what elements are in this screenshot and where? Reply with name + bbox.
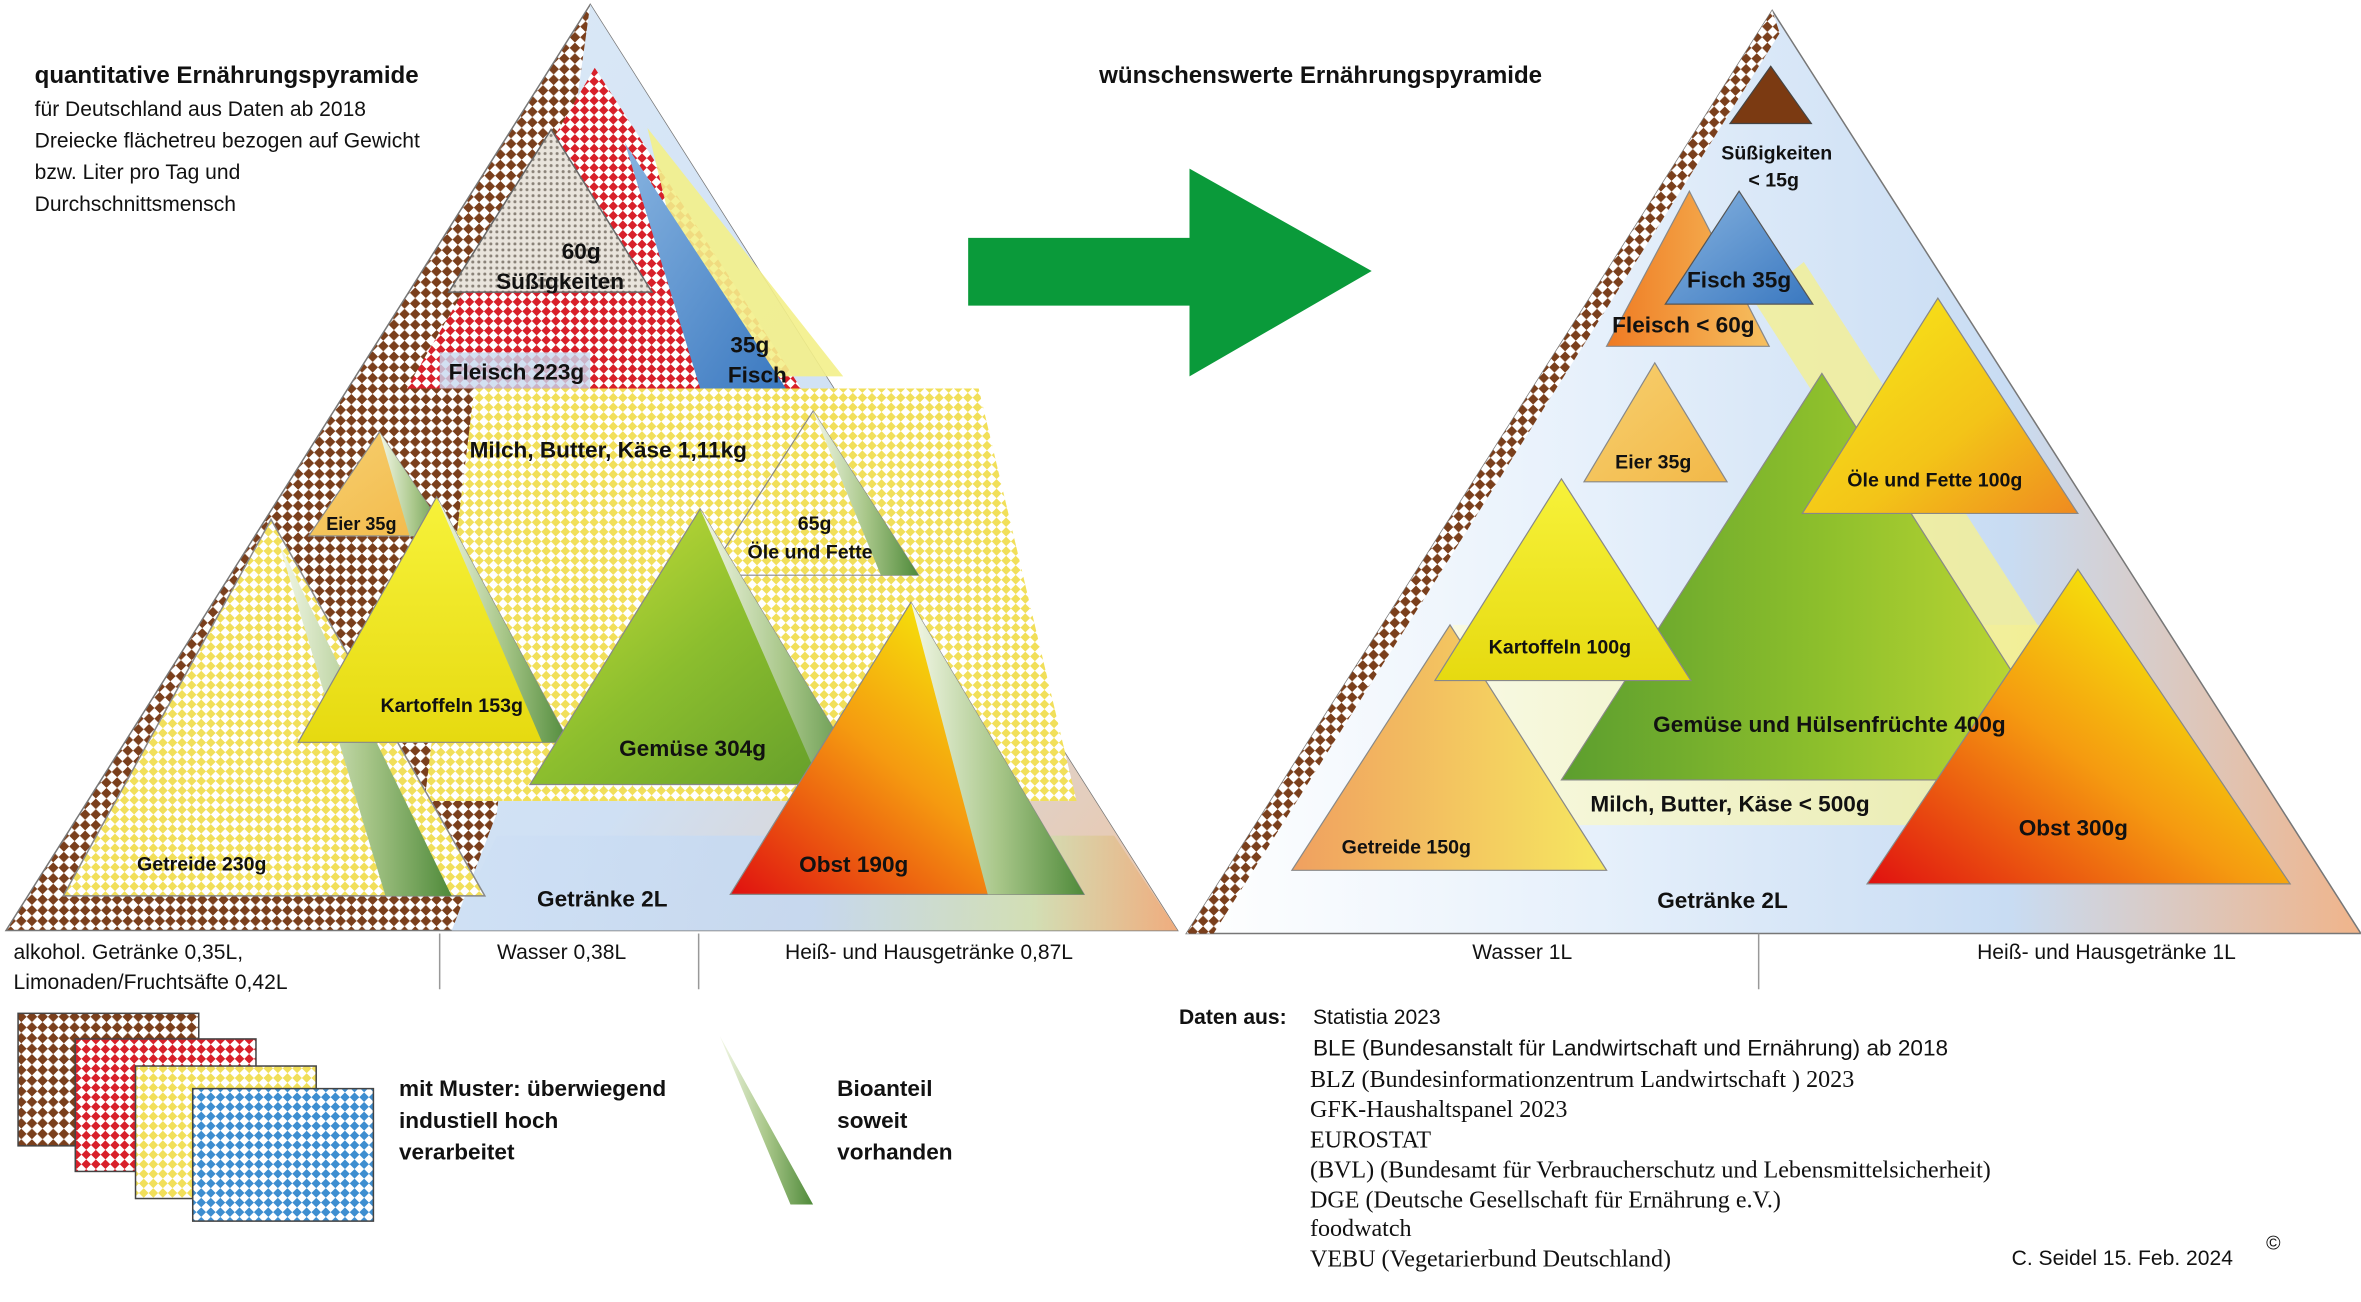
legend-bio-line-3: vorhanden xyxy=(837,1139,952,1164)
copyright-symbol: © xyxy=(2266,1233,2281,1255)
right-drinks-breakdown: Wasser 1L Heiß- und Hausgetränke 1L xyxy=(1472,933,2236,990)
right-suessigkeiten-label: Süßigkeiten xyxy=(1721,143,1832,165)
source-item-5: EUROSTAT xyxy=(1310,1127,1431,1153)
suessigkeiten-label: Süßigkeiten xyxy=(496,269,624,294)
source-item-7: DGE (Deutsche Gesellschaft für Ernährung… xyxy=(1310,1188,1781,1214)
kartoffeln-bio xyxy=(436,496,570,743)
obst-label: Obst 190g xyxy=(799,852,908,877)
right-fleisch-label: Fleisch < 60g xyxy=(1612,313,1754,338)
source-item-3: BLZ (Bundesinformationzentrum Landwirtsc… xyxy=(1310,1067,1854,1093)
right-kartoffeln-triangle xyxy=(1433,477,1693,682)
fisch-label: Fisch xyxy=(728,362,787,387)
right-milch-label: Milch, Butter, Käse < 500g xyxy=(1590,792,1869,817)
right-getreide-triangle xyxy=(1290,623,1608,871)
fleisch-label: Fleisch 223g xyxy=(449,359,585,384)
fisch-triangle xyxy=(624,143,786,389)
right-getreide-label: Getreide 150g xyxy=(1342,837,1471,859)
right-obst-triangle xyxy=(1865,568,2292,885)
drink-heiss: Heiß- und Hausgetränke 0,87L xyxy=(785,941,1073,964)
right-obst-label: Obst 300g xyxy=(2019,816,2128,841)
sources-label: Daten aus: xyxy=(1179,1006,1287,1029)
left-desc-line-4: Durchschnittsmensch xyxy=(35,193,236,216)
right-kartoffeln-label: Kartoffeln 100g xyxy=(1489,636,1631,658)
source-item-4: GFK-Haushaltspanel 2023 xyxy=(1310,1097,1567,1123)
suessigkeiten-triangle xyxy=(447,128,654,293)
legend-muster-line-1: mit Muster: überwiegend xyxy=(399,1076,666,1101)
right-oele-triangle xyxy=(1801,297,2079,515)
right-pyramid: Süßigkeiten < 15g Fisch 35g Fleisch < 60… xyxy=(1098,9,2361,935)
fisch-amount: 35g xyxy=(730,332,769,357)
left-pyramid: 60g Süßigkeiten Fleisch 223g 35g Fisch M… xyxy=(4,3,1179,932)
oele-amount: 65g xyxy=(798,513,832,535)
left-desc-line-1: für Deutschland aus Daten ab 2018 xyxy=(35,98,366,121)
source-item-8: foodwatch xyxy=(1310,1216,1412,1242)
sources: Daten aus: Statistia 2023 BLE (Bundesans… xyxy=(1179,1006,2281,1272)
right-getraenke-label: Getränke 2L xyxy=(1657,888,1788,913)
legend-swatch-blue xyxy=(191,1087,375,1222)
left-drinks-breakdown: alkohol. Getränke 0,35L, Limonaden/Fruch… xyxy=(14,933,1073,994)
right-fisch-label: Fisch 35g xyxy=(1687,268,1791,293)
drink-alkohol-line-2: Limonaden/Fruchtsäfte 0,42L xyxy=(14,971,288,994)
right-eier-triangle xyxy=(1582,361,1729,483)
getreide-label: Getreide 230g xyxy=(137,853,266,875)
gemuese-triangle xyxy=(528,507,869,786)
right-brown-edge xyxy=(1186,10,1780,934)
gemuese-label: Gemüse 304g xyxy=(619,736,766,761)
milch-label: Milch, Butter, Käse 1,11kg xyxy=(470,438,747,463)
left-desc-line-3: bzw. Liter pro Tag und xyxy=(35,161,241,184)
source-item-9: VEBU (Vegetarierbund Deutschland) xyxy=(1310,1246,1671,1272)
left-desc-line-2: Dreiecke flächetreu bezogen auf Gewicht xyxy=(35,130,420,153)
oele-bio xyxy=(813,411,919,576)
legend: mit Muster: überwiegend industiell hoch … xyxy=(17,1012,953,1222)
right-gemuese-triangle xyxy=(1560,372,2082,781)
left-getraenke-label: Getränke 2L xyxy=(537,886,668,911)
kartoffeln-label: Kartoffeln 153g xyxy=(381,695,523,717)
drink-alkohol-line-1: alkohol. Getränke 0,35L, xyxy=(14,941,243,964)
right-suessigkeiten-triangle xyxy=(1728,65,1813,125)
right-eier-label: Eier 35g xyxy=(1615,451,1691,473)
oele-label: Öle und Fette xyxy=(748,541,873,564)
eier-label: Eier 35g xyxy=(326,514,396,534)
source-item-1: Statistia 2023 xyxy=(1313,1006,1441,1029)
left-title: quantitative Ernährungspyramide xyxy=(35,62,419,89)
right-suessigkeiten-amount: < 15g xyxy=(1748,170,1799,192)
kartoffeln-triangle xyxy=(297,495,571,743)
right-gemuese-label: Gemüse und Hülsenfrüchte 400g xyxy=(1653,712,2006,737)
legend-bio-line-2: soweit xyxy=(837,1108,908,1133)
right-title: wünschenswerte Ernährungspyramide xyxy=(1098,62,1542,89)
right-fisch-triangle xyxy=(1664,190,1814,305)
source-item-2: BLE (Bundesanstalt für Landwirtschaft un… xyxy=(1313,1035,1948,1060)
right-drink-wasser: Wasser 1L xyxy=(1472,941,1572,964)
suessigkeiten-amount: 60g xyxy=(562,239,601,264)
transition-arrow xyxy=(968,168,1372,377)
legend-muster-line-3: verarbeitet xyxy=(399,1139,515,1164)
drink-wasser: Wasser 0,38L xyxy=(497,941,626,964)
source-item-6: (BVL) (Bundesamt für Verbraucherschutz u… xyxy=(1310,1157,1991,1183)
legend-bio-line-1: Bioanteil xyxy=(837,1076,932,1101)
legend-bio-sliver xyxy=(719,1035,814,1205)
fleisch-label-box xyxy=(439,352,591,389)
right-drink-heiss: Heiß- und Hausgetränke 1L xyxy=(1977,941,2236,964)
legend-muster-line-2: industiell hoch xyxy=(399,1108,558,1133)
right-oele-label: Öle und Fette 100g xyxy=(1847,468,2022,491)
credit: C. Seidel 15. Feb. 2024 xyxy=(2012,1247,2234,1270)
